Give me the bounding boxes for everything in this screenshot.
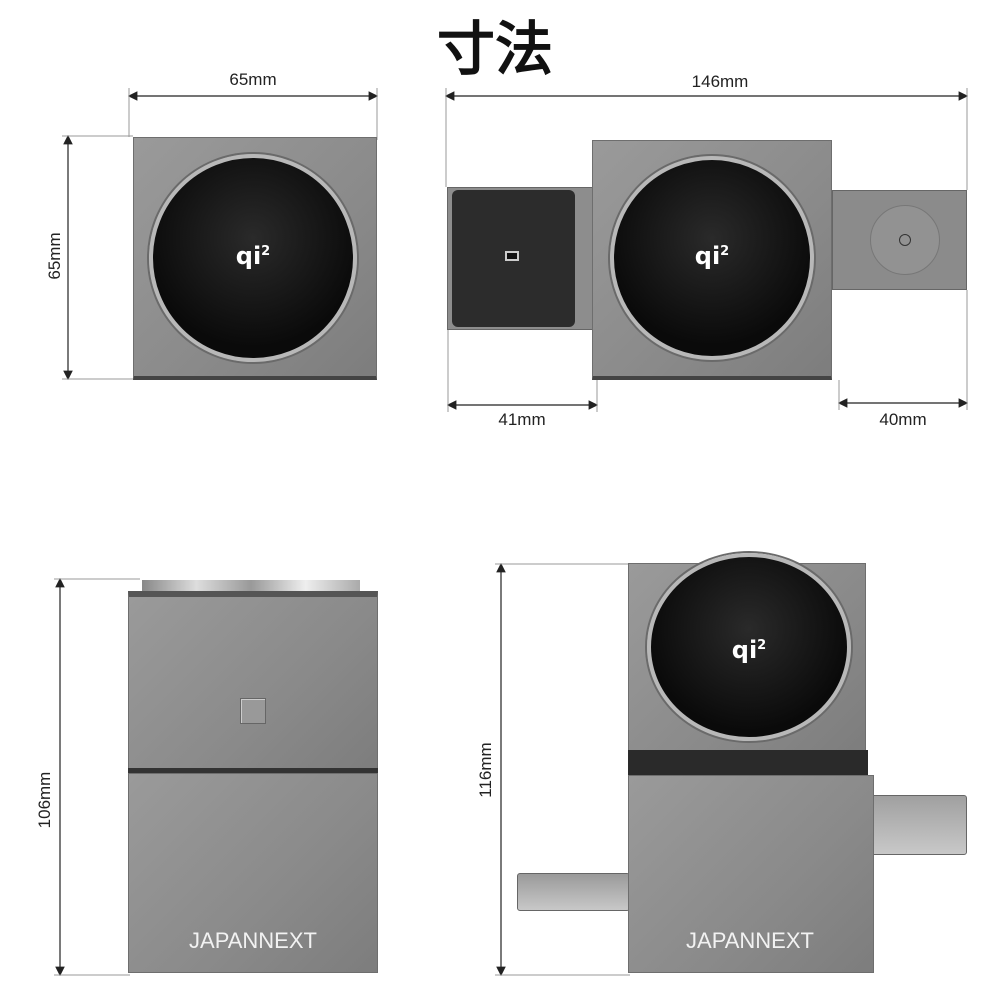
upper-block — [128, 591, 378, 771]
qi2-logo: qi2 — [235, 242, 271, 270]
total-width-label: 146mm — [691, 72, 749, 91]
charging-pad — [149, 154, 357, 362]
lower-block — [128, 773, 378, 973]
left-pad-tray — [517, 873, 630, 911]
button-icon — [240, 698, 266, 724]
top-cap — [142, 580, 360, 592]
lower-block — [628, 775, 874, 973]
width-label: 65mm — [229, 70, 277, 89]
earbuds-icon — [899, 234, 911, 246]
port-icon — [505, 251, 519, 261]
right-pad-tray — [870, 795, 967, 855]
block-base — [628, 750, 868, 775]
front-height-label: 106mm — [35, 771, 54, 829]
page-title: 寸法 — [436, 15, 553, 83]
brand-logo: JAPANNEXT — [686, 928, 814, 953]
side-height-label: 116mm — [476, 742, 495, 798]
right-pad-width-label: 40mm — [879, 410, 927, 429]
depth-label: 65mm — [45, 232, 64, 280]
brand-logo: JAPANNEXT — [189, 928, 317, 953]
seam — [128, 768, 378, 773]
left-pad-width-label: 41mm — [498, 410, 546, 429]
qi2-logo: qi2 — [694, 242, 730, 270]
charging-pad — [610, 156, 814, 360]
qi2-logo: qi2 — [731, 636, 767, 664]
charging-pad — [647, 553, 851, 741]
